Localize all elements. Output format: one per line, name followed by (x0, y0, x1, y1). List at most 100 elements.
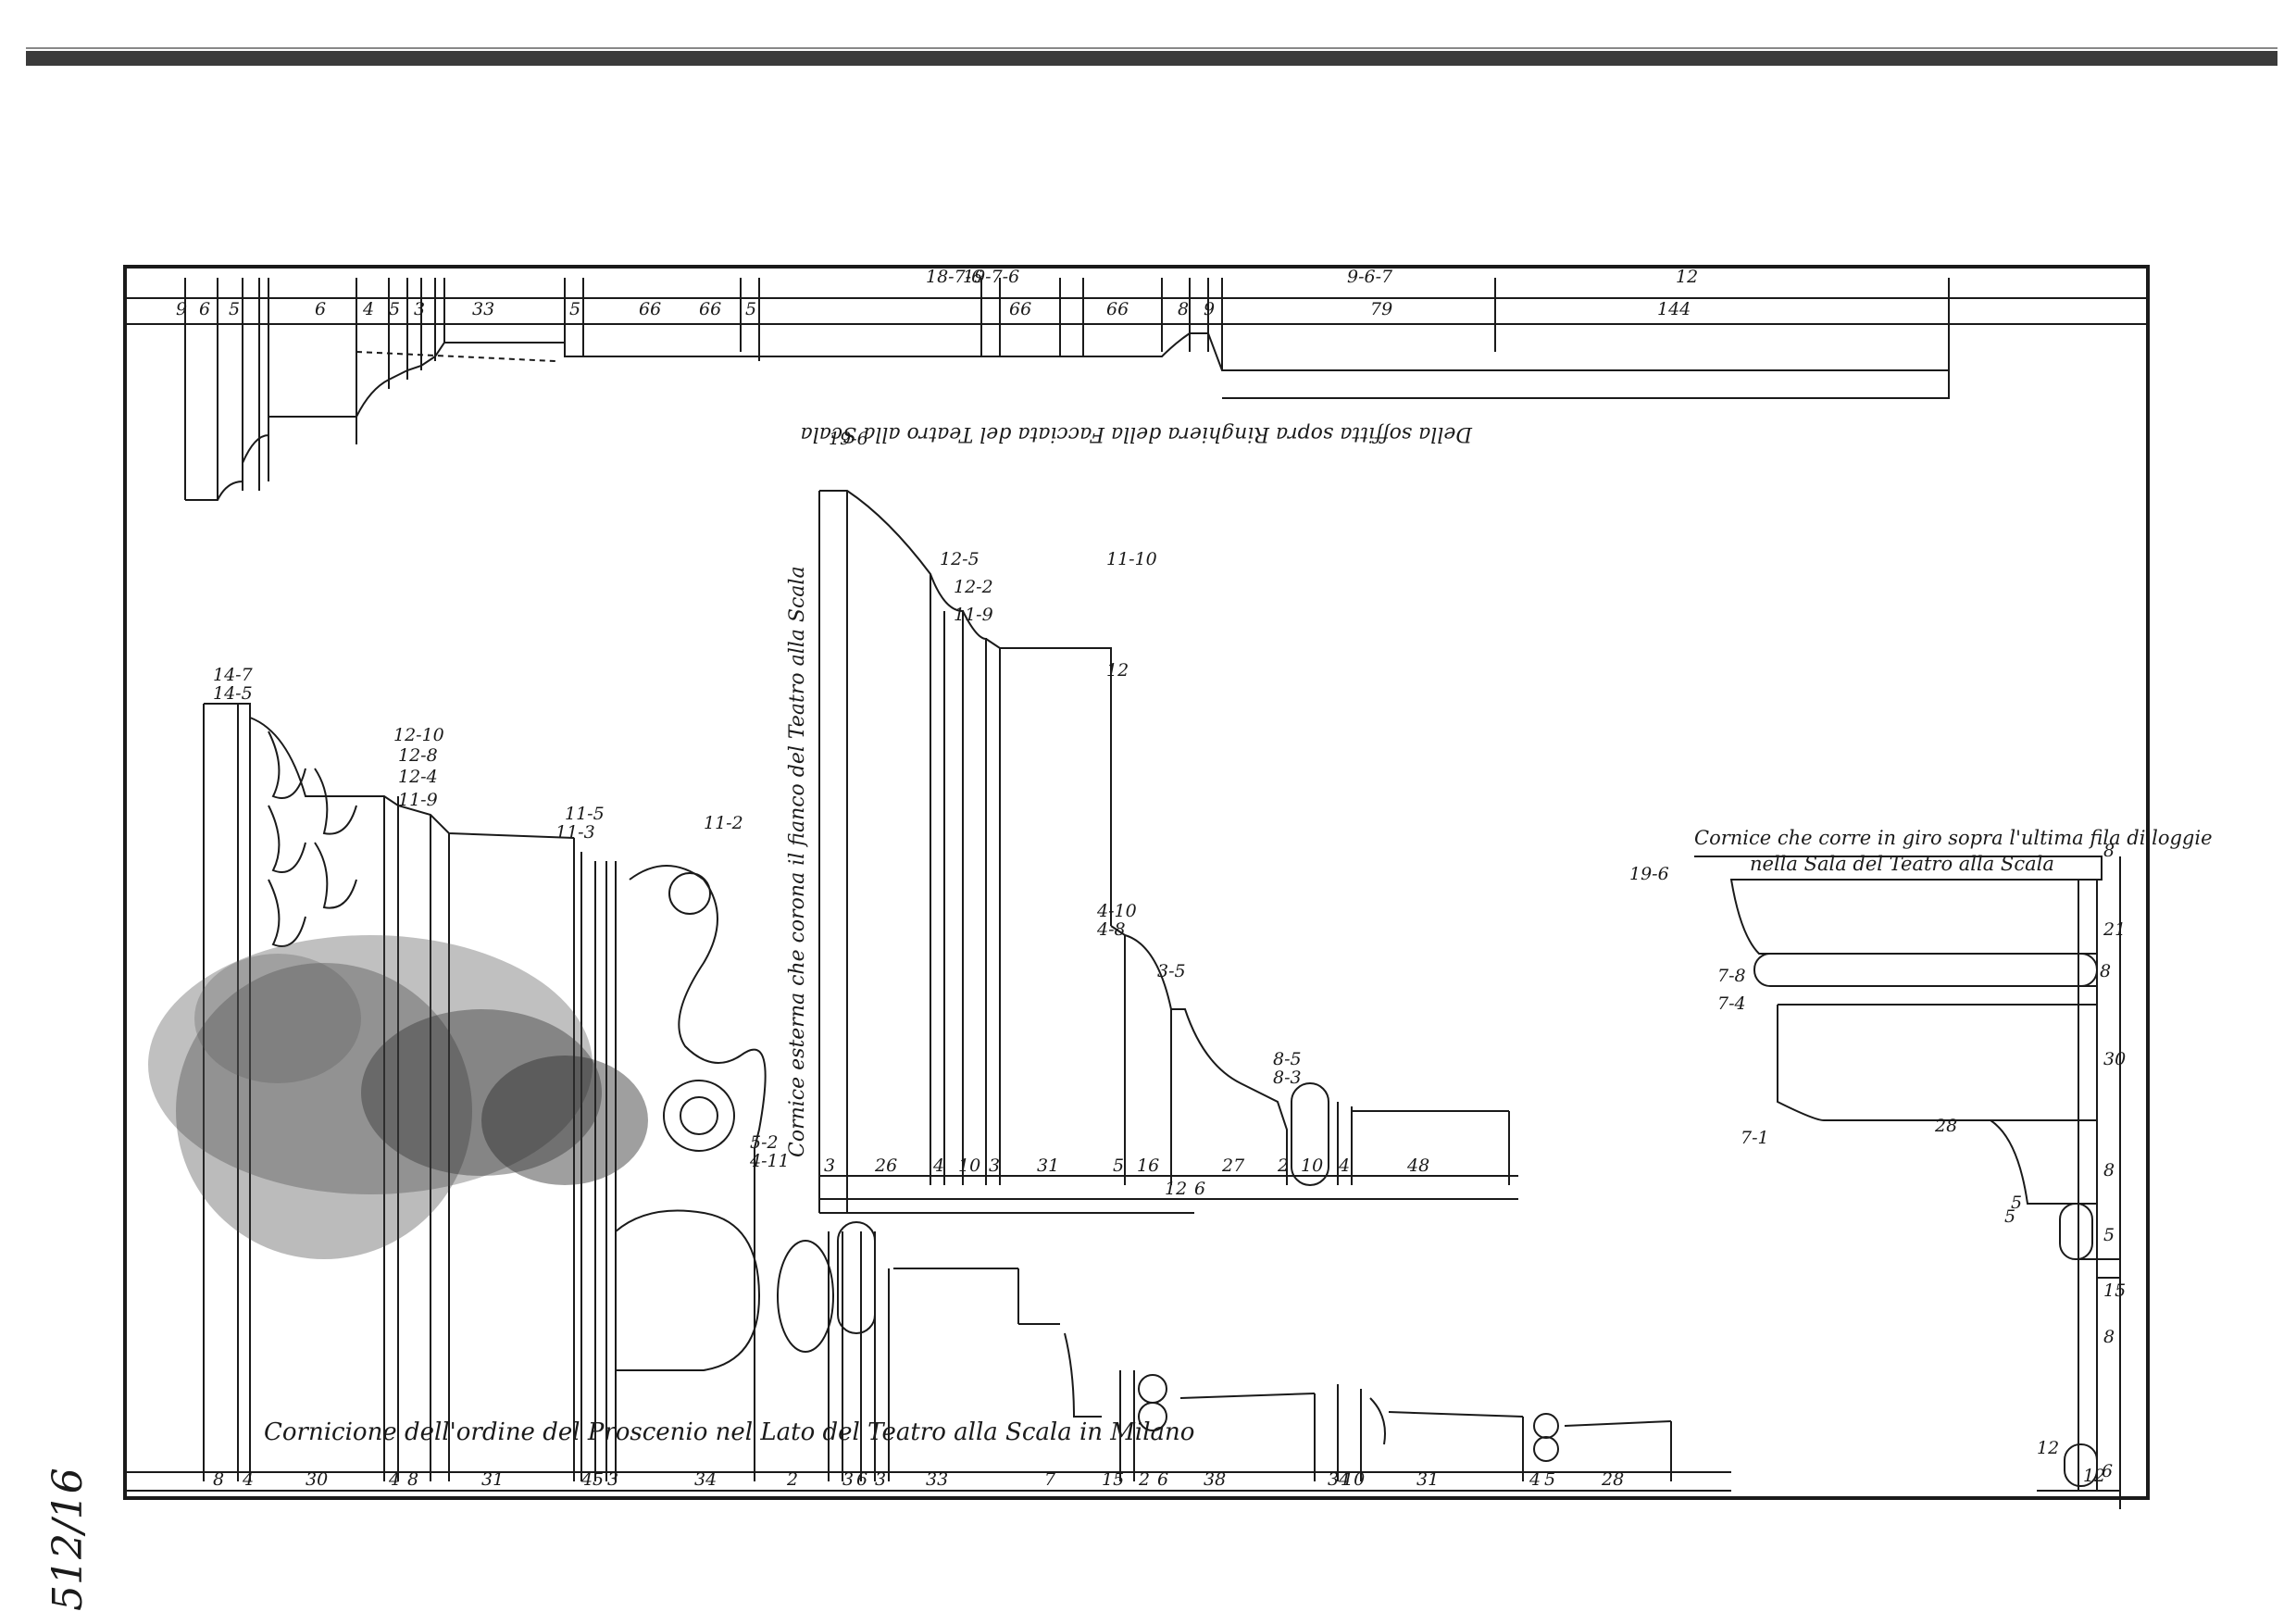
right-heights-label: 8 (2103, 841, 2115, 861)
top-row-label: 66 (699, 299, 721, 319)
bottom-row-label: 38 (1204, 1469, 1226, 1490)
middle-row-label: 27 (1221, 1156, 1245, 1176)
middle-heights-label: 12 (1106, 660, 1129, 681)
bottom-row-label: 4 (1529, 1469, 1541, 1490)
bottom-row-label: 33 (926, 1469, 948, 1490)
middle-row-label: 26 (874, 1156, 897, 1176)
main-heights-label: 12-8 (398, 745, 438, 766)
bottom-row-label: 6 (856, 1469, 867, 1490)
middle-row-label: 31 (1037, 1156, 1059, 1176)
main-heights-label: 11-3 (555, 822, 595, 843)
middle-row-label: 4 (932, 1156, 944, 1176)
middle-row-label: 5 (1113, 1156, 1124, 1176)
bottom-row-label: 3 (607, 1469, 618, 1490)
right-heights-label: 8 (2103, 1327, 2115, 1347)
top-entablature-profile (125, 278, 2148, 501)
bottom-row-label: 28 (1601, 1469, 1624, 1490)
right-heights-label: 12 (2083, 1466, 2105, 1486)
middle-row-label: 6 (1194, 1179, 1205, 1199)
top-row-label: 5 (569, 299, 580, 319)
main-heights-label: 14-5 (213, 683, 253, 704)
bottom-row-label: 31 (481, 1469, 504, 1490)
main-heights-label: 11-9 (398, 790, 438, 810)
right-heights-label: 5 (2103, 1225, 2115, 1245)
right-heights-label: 7-1 (1741, 1128, 1769, 1148)
middle-heights-label: 11-10 (1106, 549, 1157, 569)
middle-heights-label: 4-10 (1096, 901, 1137, 921)
bottom-row-label: 8 (213, 1469, 224, 1490)
middle-heights-label: 19-6 (829, 429, 868, 449)
middle-heights-label: 8-5 (1273, 1049, 1302, 1069)
bottom-row-label: 8 (407, 1469, 418, 1490)
sheet-number: 512/16 (44, 1468, 92, 1611)
top-row-label: 3 (414, 299, 425, 319)
middle-heights-label: 3-5 (1157, 961, 1186, 981)
bottom-row-label: 3 (842, 1469, 854, 1490)
middle-heights-label: 4-8 (1096, 919, 1126, 940)
bottom-row-label: 7 (1044, 1469, 1056, 1490)
main-heights-label: 11-5 (565, 804, 605, 824)
top-heights-label: 9-6-7 (1347, 267, 1393, 287)
bottom-row-label: 2 (1138, 1469, 1150, 1490)
right-heights-label: 8 (2103, 1160, 2115, 1181)
bottom-row-label: 10 (1342, 1469, 1365, 1490)
middle-row-label: 48 (1406, 1156, 1429, 1176)
bottom-row-label: 4 (580, 1469, 593, 1490)
right-heights-label: 7-8 (1717, 966, 1746, 986)
middle-row-label: 3 (824, 1156, 835, 1176)
middle-cornice-profile (818, 490, 1518, 1214)
top-heights-label: 18-7-6 (926, 267, 982, 287)
main-heights-label: 12-10 (393, 725, 444, 745)
right-heights-label: 7-4 (1717, 993, 1746, 1014)
main-heights-label: 5-2 (750, 1132, 779, 1153)
right-heights-label: 28 (1934, 1116, 1957, 1136)
top-row-label: 33 (472, 299, 494, 319)
main-cornice-profile (125, 703, 1731, 1492)
right-caption-line-1: Cornice che corre in giro sopra l'ultima… (1694, 827, 2213, 849)
main-heights-label: 11-2 (704, 813, 743, 833)
top-heights-label: 19-7-6 (963, 267, 1019, 287)
top-row-label: 5 (745, 299, 756, 319)
middle-row-label: 10 (1301, 1156, 1323, 1176)
middle-row-label: 12 (1165, 1179, 1187, 1199)
top-row-label: 6 (199, 299, 210, 319)
right-heights-label: 15 (2103, 1280, 2126, 1301)
top-row-label: 5 (229, 299, 240, 319)
bottom-row-label: 34 (694, 1469, 717, 1490)
top-row-label: 4 (362, 299, 374, 319)
middle-heights-label: 12-5 (940, 549, 980, 569)
top-row-label: 9 (1204, 299, 1215, 319)
bottom-row-label: 3 (875, 1469, 886, 1490)
top-row-label: 9 (176, 299, 187, 319)
drawing-frame (123, 265, 2150, 1500)
bottom-row-label: 34 (1328, 1469, 1350, 1490)
right-heights-label: 30 (2103, 1049, 2126, 1069)
top-row-label: 6 (315, 299, 326, 319)
middle-heights-label: 11-9 (954, 605, 993, 625)
bottom-row-label: 30 (306, 1469, 328, 1490)
right-cornice-profile (1694, 856, 2121, 1509)
right-heights-label: 21 (2103, 919, 2126, 940)
middle-heights-label: 8-3 (1273, 1068, 1302, 1088)
middle-row-label: 16 (1137, 1156, 1159, 1176)
main-heights-label: 12-4 (398, 767, 438, 787)
bottom-row-label: 5 (593, 1469, 604, 1490)
bottom-row-label: 6 (1157, 1469, 1168, 1490)
middle-row-label: 10 (958, 1156, 980, 1176)
right-heights-label: 8 (2100, 961, 2111, 981)
middle-row-label: 3 (989, 1156, 1000, 1176)
middle-row-label: 4 (1338, 1156, 1350, 1176)
top-row-label: 144 (1657, 299, 1691, 319)
top-row-label: 66 (1106, 299, 1129, 319)
right-heights-label: 5 (2011, 1193, 2022, 1213)
bottom-row-label: 15 (1102, 1469, 1124, 1490)
bottom-row-label: 31 (1416, 1469, 1439, 1490)
bottom-row-label: 4 (388, 1469, 400, 1490)
top-row-label: 66 (1009, 299, 1031, 319)
